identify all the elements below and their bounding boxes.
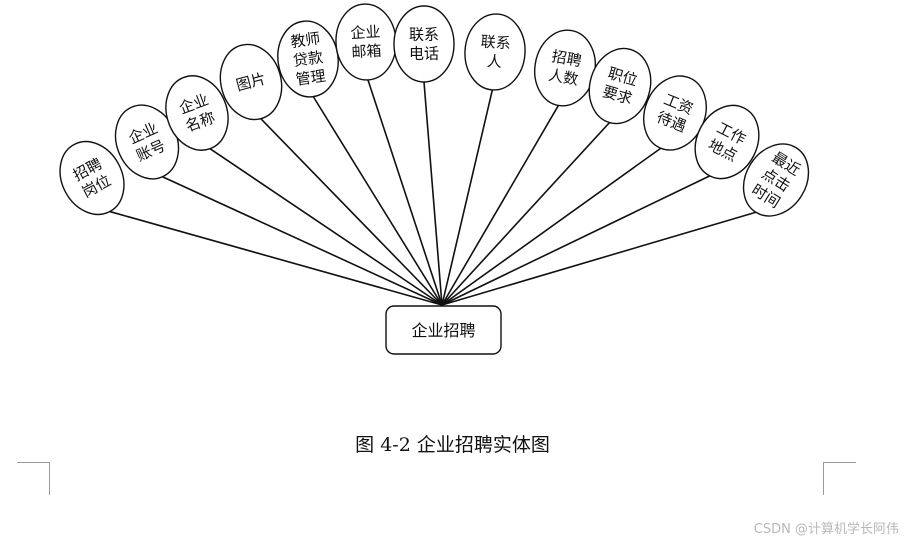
- attribute-ellipse: [219, 43, 283, 121]
- attribute-label: 贷款: [292, 48, 324, 70]
- page-corner-mark-right: [823, 462, 856, 495]
- attribute-label: 教师: [289, 29, 321, 51]
- connector-line: [441, 147, 662, 306]
- attribute-group: 招聘岗位企业账号企业名称图片教师贷款管理企业邮箱联系电话联系人招聘人数职位要求工…: [59, 3, 810, 217]
- connector-line: [441, 211, 757, 306]
- connector-line: [367, 79, 443, 306]
- entity-node: 企业招聘: [385, 305, 502, 355]
- attribute-label: 人: [486, 52, 502, 71]
- attribute-label: 招聘: [550, 47, 583, 70]
- attribute-ellipse: [393, 5, 455, 83]
- connector-lines: [109, 79, 757, 306]
- attribute-ellipse: [464, 13, 526, 91]
- attribute-node: 图片: [219, 43, 283, 121]
- page-corner-mark-left: [17, 462, 50, 495]
- connector-line: [109, 210, 443, 306]
- connector-line: [441, 105, 560, 306]
- attribute-label: 电话: [409, 45, 439, 63]
- attribute-node: 联系人: [464, 13, 526, 91]
- watermark: CSDN @计算机学长阿伟: [753, 522, 899, 537]
- entity-box: [385, 305, 502, 355]
- attribute-ellipse: [742, 143, 810, 217]
- connector-line: [209, 148, 443, 306]
- connector-line: [423, 81, 443, 306]
- attribute-label: 企业: [350, 23, 381, 43]
- attribute-label: 邮箱: [351, 42, 382, 62]
- attribute-label: 人数: [547, 66, 580, 89]
- connector-line: [312, 96, 443, 306]
- connector-line: [441, 121, 611, 306]
- attribute-ellipse: [165, 75, 229, 151]
- attribute-label: 联系: [409, 26, 439, 44]
- connector-line: [162, 175, 443, 306]
- attribute-label: 管理: [295, 67, 327, 89]
- connector-line: [441, 89, 494, 306]
- figure-caption: 图 4-2 企业招聘实体图: [355, 434, 550, 456]
- connector-line: [260, 118, 443, 306]
- connector-line: [441, 175, 711, 306]
- attribute-ellipse: [694, 104, 760, 180]
- attribute-ellipse: [588, 47, 652, 125]
- attribute-label: 联系: [480, 32, 511, 52]
- entity-label: 企业招聘: [411, 321, 475, 340]
- attribute-ellipse: [59, 140, 125, 216]
